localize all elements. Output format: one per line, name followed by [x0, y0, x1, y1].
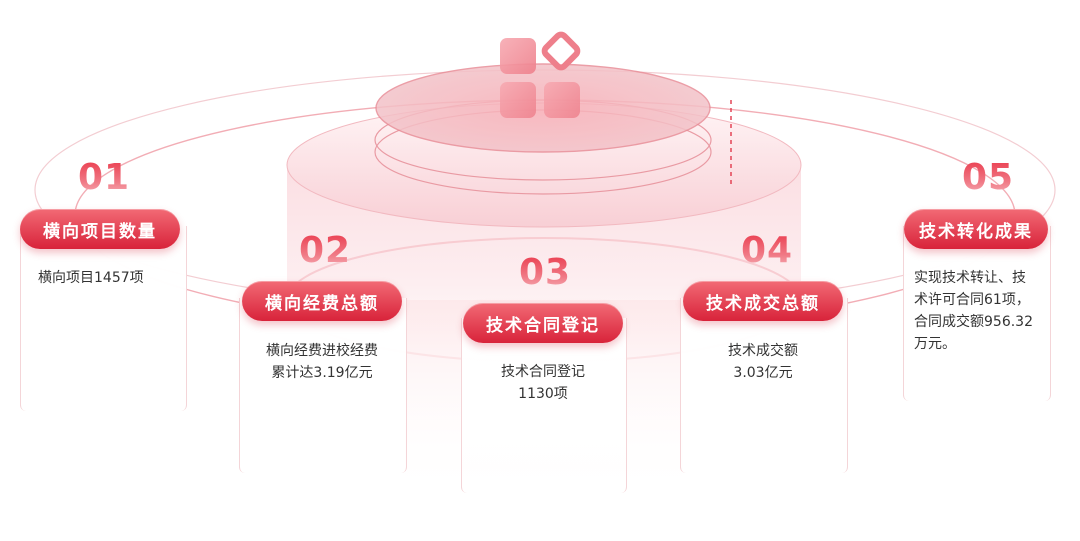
- item-description-1: 横向项目1457项: [38, 270, 144, 286]
- four-blocks-diamond-icon: [500, 31, 581, 118]
- item-title-3: 技术合同登记: [463, 303, 623, 343]
- item-panel-2: [239, 298, 407, 473]
- item-number-2: 02: [299, 230, 352, 271]
- item-number-5: 05: [962, 157, 1015, 198]
- item-panel-1: [20, 226, 187, 411]
- item-panel-5: [903, 226, 1051, 401]
- item-panel-4: [680, 298, 848, 473]
- item-title-1: 横向项目数量: [20, 209, 180, 249]
- item-number-1: 01: [78, 157, 131, 198]
- item-description-2: 横向经费进校经费 累计达3.19亿元: [266, 343, 378, 381]
- item-number-4: 04: [741, 230, 794, 271]
- item-description-5: 实现技术转让、技 术许可合同61项， 合同成交额956.32 万元。: [914, 270, 1033, 352]
- item-title-4: 技术成交总额: [683, 281, 843, 321]
- item-title-5: 技术转化成果: [904, 209, 1048, 249]
- item-title-2: 横向经费总额: [242, 281, 402, 321]
- item-description-4: 技术成交额 3.03亿元: [728, 343, 798, 381]
- item-panel-3: [461, 318, 627, 493]
- item-description-3: 技术合同登记 1130项: [501, 364, 585, 402]
- item-number-3: 03: [519, 252, 572, 293]
